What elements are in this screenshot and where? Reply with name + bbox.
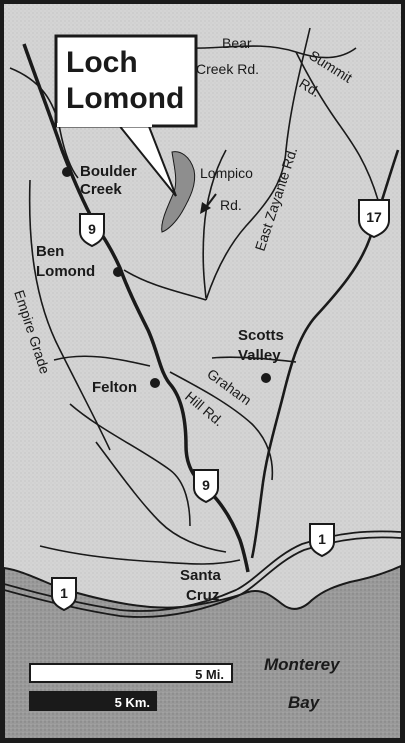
- santa-cruz-label-line1: Santa: [180, 567, 222, 584]
- lompico-arrow: [200, 193, 217, 214]
- title-callout-box: [54, 34, 198, 128]
- monterey-bay-label-line1: Monterey: [264, 655, 341, 674]
- boulder-creek-label-line1: Boulder: [80, 163, 137, 180]
- loch-lomond-lake: [161, 151, 196, 233]
- ben-lomond-label-line1: Ben: [36, 243, 64, 260]
- scale-miles-label: 5 Mi.: [195, 667, 224, 682]
- map-title-line2: Lomond: [66, 82, 184, 115]
- scotts-valley-dot: [261, 373, 271, 383]
- ben-lomond-dot: [113, 267, 123, 277]
- svg-text:9: 9: [88, 221, 96, 237]
- highway-9-route: [22, 43, 250, 573]
- coast-road-west: [39, 545, 241, 565]
- svg-text:1: 1: [318, 531, 326, 547]
- lompico-road: [202, 149, 227, 299]
- empire-grade-road: [28, 179, 111, 451]
- bear-creek-label-line2: Creek Rd.: [196, 61, 259, 77]
- scale-km-label: 5 Km.: [115, 695, 150, 710]
- santa-cruz-label-line2: Cruz: [186, 587, 219, 604]
- scale-bar-miles: 5 Mi.: [29, 663, 233, 683]
- lompico-label-line2: Rd.: [220, 197, 242, 213]
- svg-text:17: 17: [366, 209, 382, 225]
- bear-creek-road: [179, 45, 357, 59]
- summit-road: [295, 51, 379, 201]
- monterey-bay-label-line2: Bay: [288, 693, 321, 712]
- scotts-valley-label-line1: Scotts: [238, 327, 284, 344]
- felton-label: Felton: [92, 379, 137, 396]
- west-creek-road: [53, 355, 151, 367]
- graham-hill-road: [169, 371, 274, 481]
- svg-text:1: 1: [60, 585, 68, 601]
- scale-bar-kilometers: 5 Km.: [29, 691, 157, 711]
- scotts-valley-road: [211, 356, 297, 363]
- upper-west-road: [9, 67, 79, 179]
- map-canvas: Loch Lomond Boulder Creek Ben Lomond Fel…: [4, 4, 401, 739]
- map-title-line1: Loch: [66, 46, 138, 79]
- highway-1-shield-east: 1: [309, 523, 335, 558]
- east-zayante-road: [205, 27, 311, 301]
- lompico-label-line1: Lompico: [200, 165, 253, 181]
- highway-1-shield-west: 1: [51, 577, 77, 612]
- highway-9-shield-lower: 9: [193, 469, 219, 504]
- ridge-road: [123, 269, 207, 301]
- felton-dot: [150, 378, 160, 388]
- felton-west-road: [69, 403, 191, 527]
- minor-roads: [9, 27, 379, 565]
- svg-text:9: 9: [202, 477, 210, 493]
- highway-9-shield-upper: 9: [79, 213, 105, 248]
- highway-17-shield: 17: [358, 199, 390, 239]
- boulder-creek-label-line2: Creek: [80, 181, 122, 198]
- ben-lomond-label-line2: Lomond: [36, 263, 95, 280]
- san-lorenzo-loop: [95, 441, 227, 553]
- boulder-creek-dot: [62, 167, 72, 177]
- scotts-valley-label-line2: Valley: [238, 347, 281, 364]
- bear-creek-label-line1: Bear: [222, 35, 252, 51]
